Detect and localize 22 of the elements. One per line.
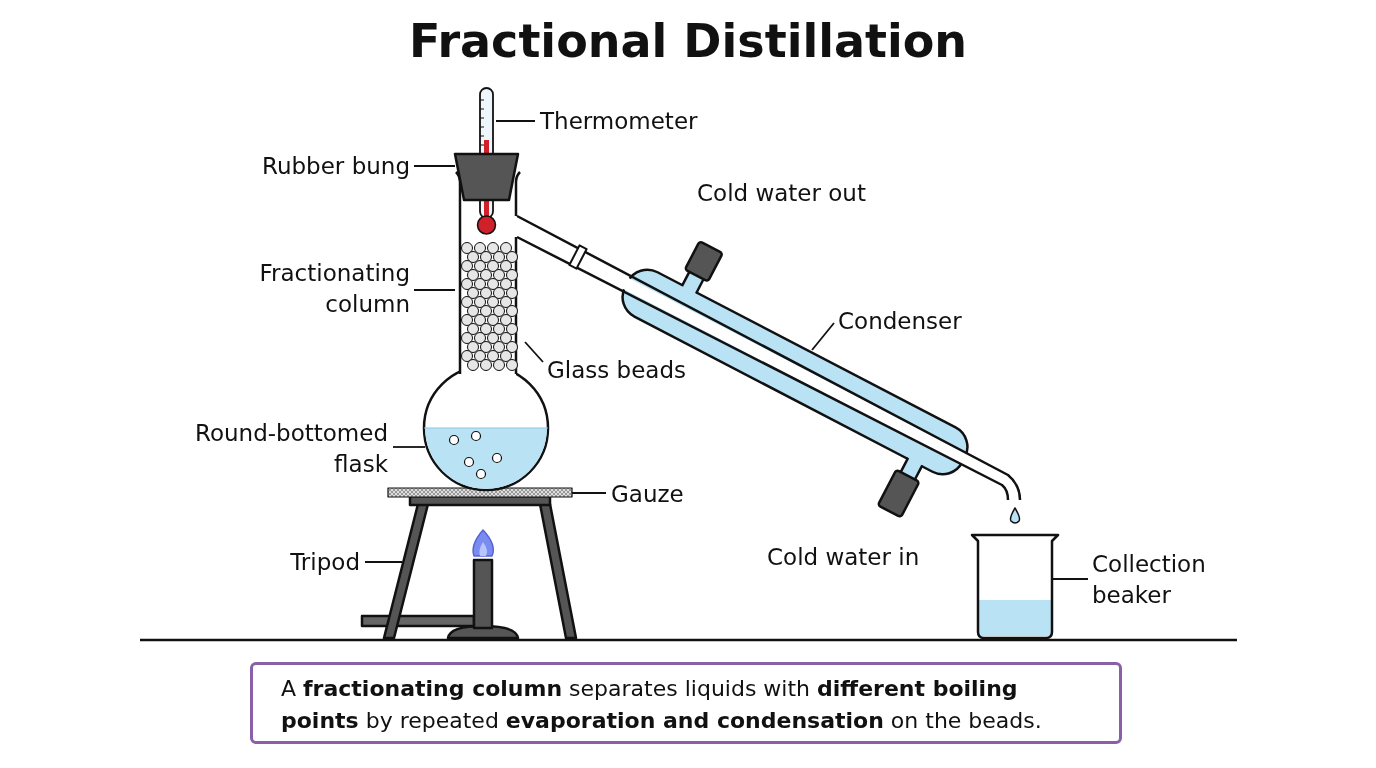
part-label: Cold water in [767, 543, 920, 572]
diagram-title: Fractional Distillation [408, 14, 968, 68]
part-label: Round-bottomed flask [170, 418, 388, 480]
part-label: Thermometer [540, 106, 715, 137]
leader-line [1052, 578, 1089, 580]
part-label: Glass beads [547, 355, 697, 386]
leader-line [413, 289, 456, 291]
leader-line [495, 120, 536, 122]
leader-line [364, 561, 403, 563]
part-label: Collection beaker [1092, 549, 1222, 611]
leader-line [392, 446, 426, 448]
part-label: Tripod [270, 547, 360, 578]
part-label: Condenser [838, 306, 978, 337]
leader-line [571, 492, 607, 494]
part-label: Gauze [611, 479, 701, 510]
leader-line [524, 341, 544, 363]
part-label: Rubber bung [240, 151, 410, 182]
leader-line [811, 322, 835, 351]
part-label: Cold water out [697, 179, 866, 208]
caption-box: A fractionating column separates liquids with different boiling points by repeated evaporation and condensation on the beads. [250, 662, 1122, 744]
part-label: Fractionating column [230, 258, 410, 320]
leader-line [413, 165, 456, 167]
